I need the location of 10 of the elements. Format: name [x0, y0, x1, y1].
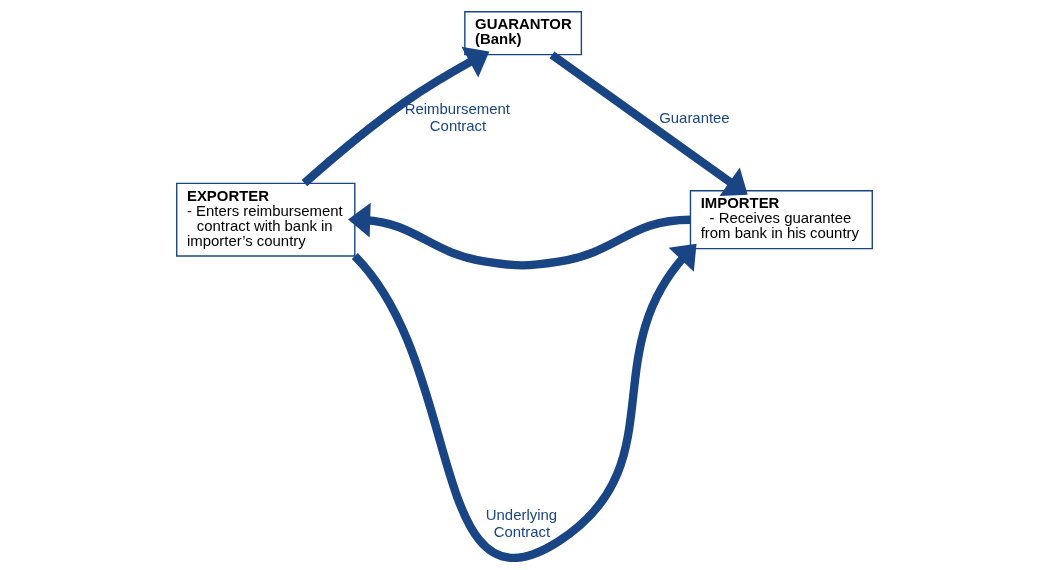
edge-label: Underlying Contract — [485, 506, 557, 540]
node-box: IMPORTER - Receives guarantee from bank in his country — [689, 190, 873, 250]
arrow — [351, 243, 697, 561]
arrow — [549, 51, 748, 196]
edge-label: Guarantee — [658, 109, 730, 126]
edge-label: Reimbursement Contract — [404, 101, 510, 134]
node-box: GUARANTOR (Bank) — [463, 11, 582, 56]
arrow — [301, 46, 489, 187]
node-box: EXPORTER - Enters reimbursement contract with bank in importer’s country — [175, 182, 355, 257]
arrow — [347, 202, 691, 270]
